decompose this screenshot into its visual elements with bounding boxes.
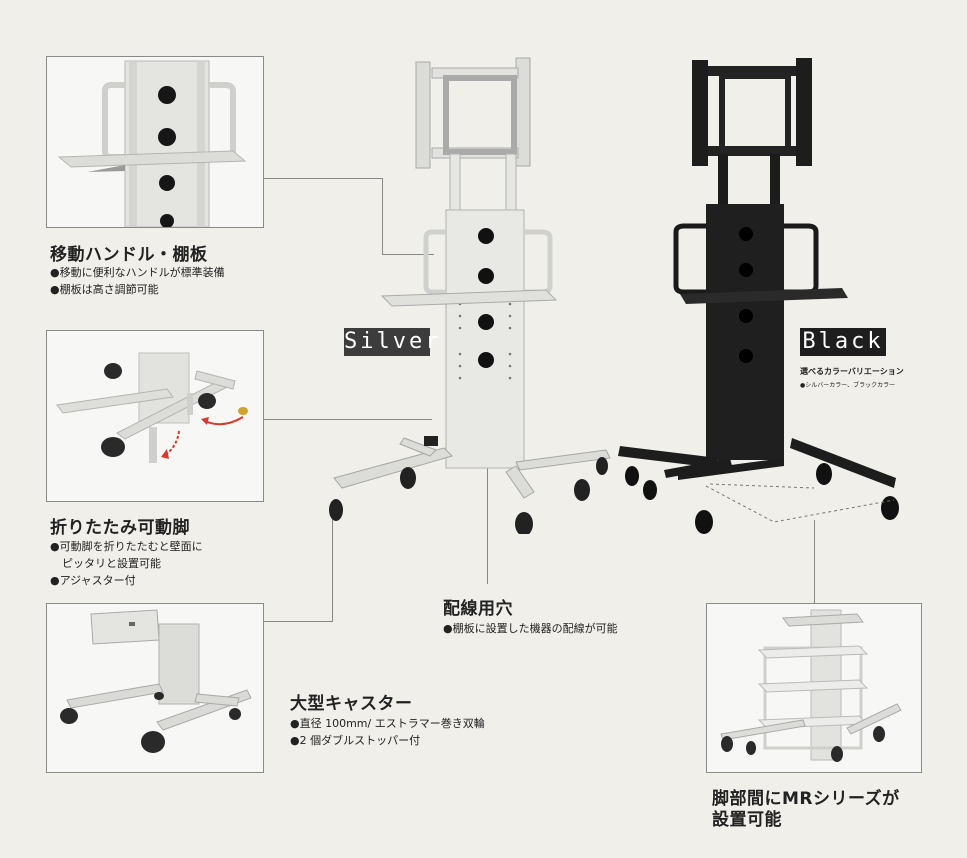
silver-label: Silver (344, 328, 442, 356)
leader-line-handle-h2 (382, 254, 434, 255)
legs-feature-line-3: ●アジャスター付 (50, 574, 136, 587)
casters-detail-photo (46, 603, 264, 773)
black-label: Black (800, 328, 886, 356)
casters-feature-title: 大型キャスター (290, 694, 413, 714)
mr-feature-title-line-1: 脚部間にMRシリーズが (712, 789, 900, 809)
leader-line-handle-v (382, 178, 383, 254)
legs-feature-line-1: ●可動脚を折りたたむと壁面に (50, 540, 203, 553)
mr-feature-title-line-2: 設置可能 (712, 810, 782, 830)
leader-line-wiring (487, 364, 488, 584)
leader-line-casters-h (264, 621, 332, 622)
wiring-feature-title: 配線用穴 (443, 599, 513, 619)
leader-line-handle-h (264, 178, 382, 179)
folding-legs-detail-photo (46, 330, 264, 502)
mr-series-photo (706, 603, 922, 773)
color-variation-heading: 選べるカラーバリエーション (800, 367, 904, 376)
leader-line-legs (264, 419, 432, 420)
handle-detail-photo (46, 56, 264, 228)
handle-feature-line-2: ●棚板は高さ調節可能 (50, 283, 159, 296)
color-variation-sub: ●シルバーカラー、ブラックカラー (800, 382, 896, 389)
black-stand-photo (618, 58, 899, 534)
leader-line-mr (814, 520, 815, 604)
casters-feature-line-1: ●直径 100mm/ エストラマー巻き双輪 (290, 717, 485, 730)
handle-feature-line-1: ●移動に便利なハンドルが標準装備 (50, 266, 225, 279)
handle-feature-title: 移動ハンドル・棚板 (50, 245, 208, 265)
legs-feature-line-2: ピッタリと設置可能 (62, 557, 161, 570)
silver-stand-photo (329, 57, 611, 534)
casters-feature-line-2: ●2 個ダブルストッパー付 (290, 734, 421, 747)
wiring-feature-line-1: ●棚板に設置した機器の配線が可能 (443, 622, 618, 635)
leader-line-casters-v (332, 510, 333, 622)
legs-feature-title: 折りたたみ可動脚 (50, 518, 190, 538)
